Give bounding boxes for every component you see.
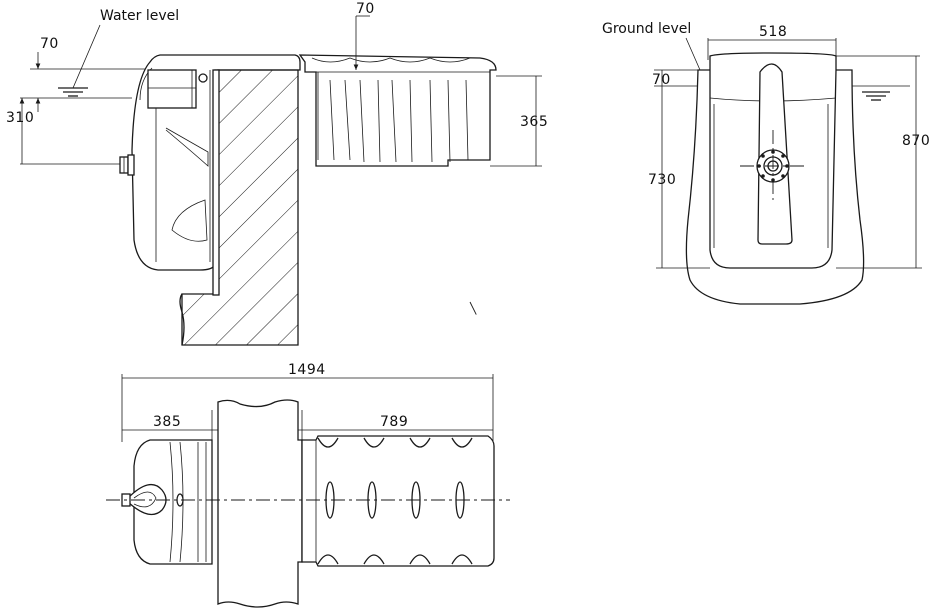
pool-wall-plan [217, 399, 303, 608]
dim-front-730: 730 [648, 172, 676, 188]
water-level-symbol [58, 24, 101, 97]
dim-front-518: 518 [759, 24, 787, 40]
dim-plan-385: 385 [153, 414, 181, 430]
nozzle-plan [127, 483, 167, 516]
screw-icon [198, 73, 208, 83]
nozzle-icon [119, 154, 135, 176]
side-view: Water level 70 310 [6, 1, 548, 346]
dim-side-left-70: 70 [40, 36, 59, 52]
skimmer-lid-block [147, 69, 197, 109]
dim-side-365: 365 [520, 114, 548, 130]
water-level-symbol-front [862, 91, 890, 101]
water-level-label: Water level [100, 8, 179, 24]
dim-side-top-70: 70 [356, 1, 375, 17]
dim-front-70: 70 [652, 72, 671, 88]
front-view: Ground level 518 [602, 21, 930, 305]
skimmer-body [131, 54, 301, 271]
dim-plan-789: 789 [380, 414, 408, 430]
channel-plan [301, 435, 495, 567]
dim-plan-1494: 1494 [288, 362, 326, 378]
ground-level-label: Ground level [602, 21, 691, 37]
dim-front-870: 870 [902, 133, 930, 149]
plan-view: 1494 385 320 789 [106, 362, 510, 608]
dim-side-310: 310 [6, 110, 34, 126]
